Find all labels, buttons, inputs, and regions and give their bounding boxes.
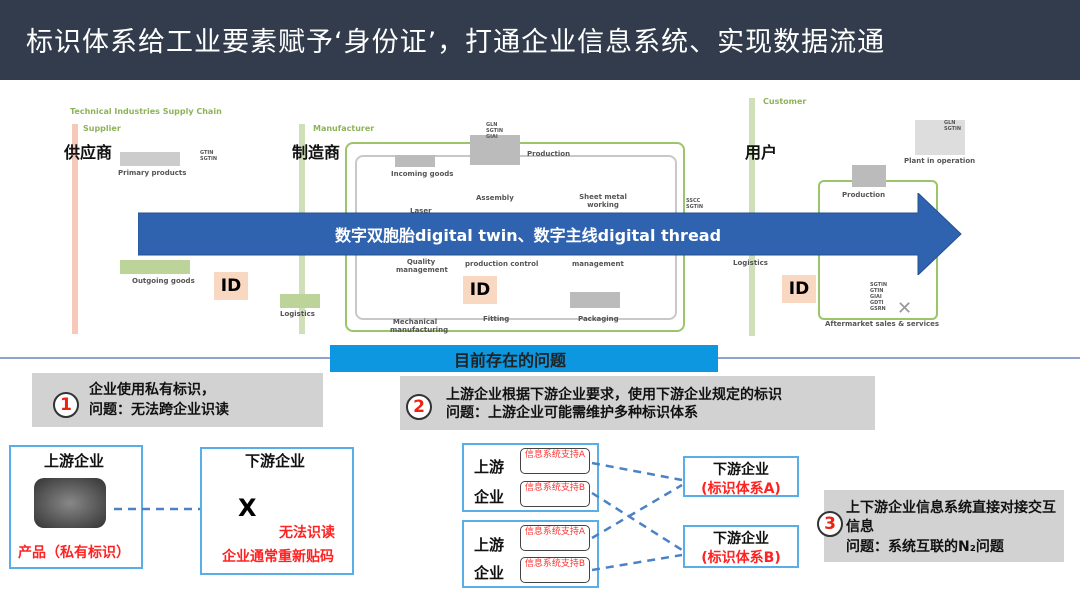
up-label-2: 上游 bbox=[474, 536, 505, 554]
dashed-arrows-2 bbox=[591, 461, 683, 572]
node-prod-control: production control bbox=[465, 260, 539, 268]
incoming-truck-icon bbox=[395, 155, 435, 167]
node-outgoing: Outgoing goods bbox=[132, 277, 195, 285]
node-fitting: Fitting bbox=[483, 315, 510, 323]
downstream-b-box: 下游企业 (标识体系B) bbox=[683, 525, 799, 568]
relabel-text: 企业通常重新贴码 bbox=[222, 549, 334, 565]
system-a-2: 信息系统支持A bbox=[520, 525, 590, 551]
problem-2-line2: 问题：上游企业可能需维护多种标识体系 bbox=[446, 405, 698, 421]
product-label: 产品（私有标识） bbox=[18, 545, 130, 561]
problem-1-number: 1 bbox=[53, 392, 79, 418]
downstream-label: 下游企业 bbox=[245, 452, 306, 470]
node-incoming: Incoming goods bbox=[391, 170, 454, 178]
wind-turbine-icon bbox=[915, 120, 965, 155]
cannot-read-text: 无法识读 bbox=[279, 525, 335, 541]
chain-title: Technical Industries Supply Chain bbox=[70, 107, 222, 116]
node-packaging: Packaging bbox=[578, 315, 619, 323]
problems-header: 目前存在的问题 bbox=[330, 345, 718, 372]
code-gln-plant: GLN SGTIN bbox=[944, 120, 962, 132]
cust-factory-icon bbox=[852, 165, 886, 187]
node-production: Production bbox=[527, 150, 571, 158]
enterprise-label-2: 企业 bbox=[474, 564, 505, 582]
id-badge-supplier: ID bbox=[214, 272, 248, 300]
upstream-label: 上游企业 bbox=[44, 452, 105, 470]
id-badge-manufacturer: ID bbox=[463, 276, 497, 304]
node-container: management bbox=[572, 260, 624, 268]
node-quality: Quality management bbox=[396, 258, 448, 274]
system-b-1: 信息系统支持B bbox=[520, 481, 590, 507]
problem-1-box bbox=[32, 373, 323, 427]
node-cust-production: Production bbox=[842, 191, 886, 199]
problem-2-line1: 上游企业根据下游企业要求，使用下游企业规定的标识 bbox=[446, 387, 782, 403]
packaging-icon bbox=[570, 292, 620, 308]
x-mark: X bbox=[238, 494, 257, 522]
downstream-b-title: 下游企业 bbox=[713, 531, 769, 547]
node-plant: Plant in operation bbox=[904, 157, 976, 165]
problem-3-line2: 问题：系统互联的N₂问题 bbox=[846, 539, 1004, 555]
problem-3-box bbox=[824, 490, 1064, 562]
problem-1-line1: 企业使用私有标识， bbox=[89, 382, 215, 398]
supplier-label: Supplier bbox=[83, 124, 121, 133]
problem-2-number: 2 bbox=[406, 394, 432, 420]
code-sscc: SSCC SGTIN bbox=[686, 198, 704, 210]
node-aftermarket: Aftermarket sales & services bbox=[825, 320, 940, 328]
system-a-1: 信息系统支持A bbox=[520, 448, 590, 474]
supplier-cn: 供应商 bbox=[64, 143, 113, 162]
manufacturer-label: Manufacturer bbox=[313, 124, 375, 133]
node-assembly: Assembly bbox=[476, 194, 514, 202]
problem-3-number: 3 bbox=[817, 511, 843, 537]
digital-thread-arrow bbox=[138, 193, 962, 275]
code-gtin: GTIN SGTIN bbox=[200, 150, 218, 162]
problem-2-box bbox=[400, 376, 875, 430]
node-sheet-metal: Sheet metal working bbox=[579, 193, 627, 209]
downstream-b-sub: (标识体系B) bbox=[701, 550, 781, 566]
tools-icon: ✕ bbox=[897, 298, 913, 319]
enterprise-label: 企业 bbox=[474, 488, 505, 506]
id-badge-customer: ID bbox=[782, 275, 816, 303]
code-aftermarket: SGTIN GTIN GIAI GDTI GSRN bbox=[870, 282, 888, 312]
node-laser: Laser bbox=[410, 207, 432, 215]
code-gln: GLN SGTIN GIAI bbox=[486, 122, 504, 140]
arrow-text: 数字双胞胎digital twin、数字主线digital thread bbox=[334, 226, 722, 245]
primary-products-icon bbox=[120, 152, 180, 166]
up-label: 上游 bbox=[474, 458, 505, 476]
truck-icon bbox=[120, 260, 190, 274]
downstream-a-box: 下游企业 (标识体系A) bbox=[683, 456, 799, 497]
node-primary: Primary products bbox=[118, 169, 187, 177]
customer-cn: 用户 bbox=[745, 143, 778, 162]
downstream-a-sub: (标识体系A) bbox=[701, 481, 781, 497]
system-b-2: 信息系统支持B bbox=[520, 557, 590, 583]
engine-image bbox=[34, 478, 106, 528]
node-logistics-2: Logistics bbox=[733, 259, 768, 267]
problem-1-line2: 问题：无法跨企业识读 bbox=[89, 402, 229, 418]
supplier-lane bbox=[72, 124, 78, 334]
manufacturer-cn: 制造商 bbox=[292, 143, 341, 162]
problem-3-line1: 上下游企业信息系统直接对接交互信息 bbox=[846, 500, 1056, 535]
page-title: 标识体系给工业要素赋予‘身份证’，打通企业信息系统、实现数据流通 bbox=[0, 0, 1080, 80]
node-mechanical: Mechanical manufacturing bbox=[390, 318, 449, 334]
customer-label: Customer bbox=[763, 97, 807, 106]
factory-icon bbox=[470, 135, 520, 165]
logistics-truck-icon bbox=[280, 294, 320, 308]
node-logistics: Logistics bbox=[280, 310, 315, 318]
downstream-a-title: 下游企业 bbox=[713, 462, 769, 478]
downstream-box bbox=[200, 447, 354, 575]
